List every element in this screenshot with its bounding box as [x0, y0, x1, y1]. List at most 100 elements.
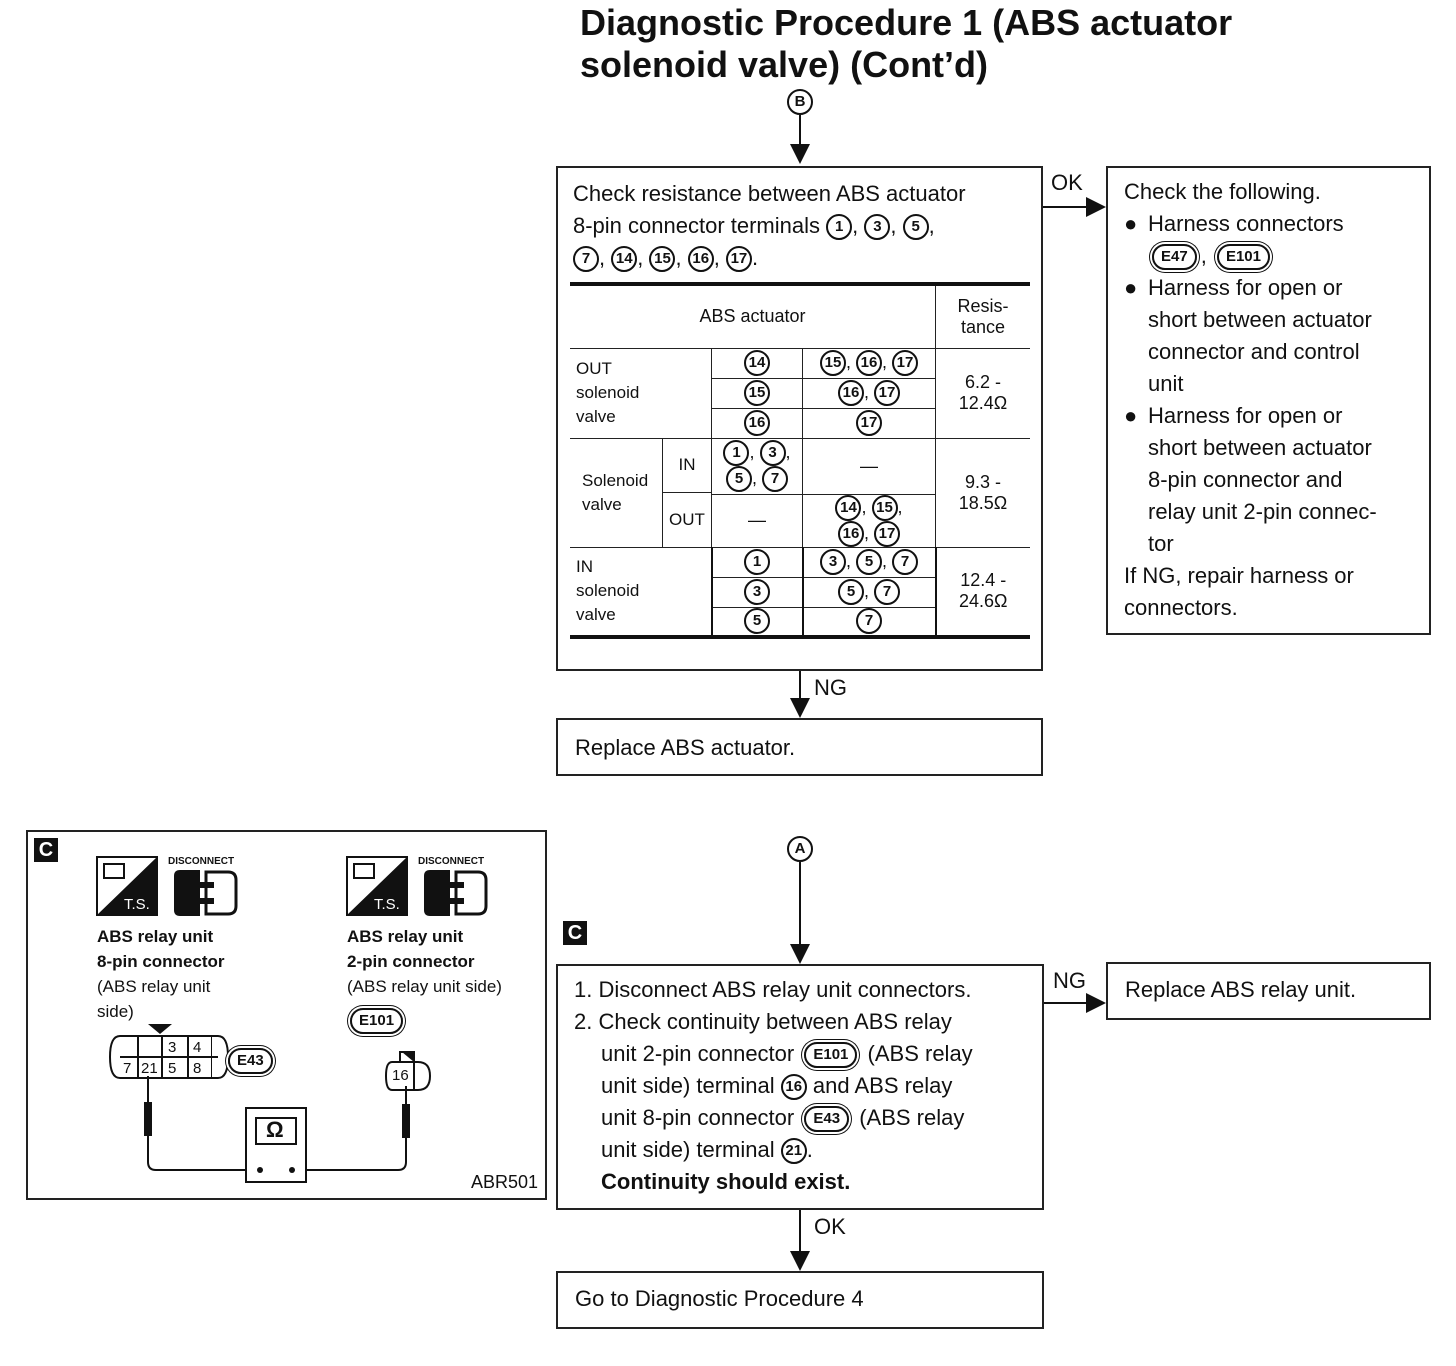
connector-e47: E47 [1152, 244, 1197, 271]
terminal-14: 14 [611, 246, 638, 273]
bullet-3-line-4: relay unit 2-pin connec- [1148, 499, 1377, 524]
ng-label-1: NG [814, 675, 847, 700]
in-row-2-b: 5, 7 [802, 576, 937, 608]
out-group-3: valve [576, 407, 616, 426]
left-caption-1: ABS relay unit [97, 927, 214, 946]
sol-in-label: IN [662, 438, 711, 493]
continuity-step-box: 1. Disconnect ABS relay unit connectors.… [556, 964, 1044, 1210]
out-row-1-b: 15, 16, 17 [802, 347, 936, 379]
pin: 5 [856, 549, 882, 575]
pin: 17 [874, 520, 900, 547]
pin: 3 [744, 579, 770, 605]
in-res-2: 24.6Ω [959, 591, 1008, 612]
in-res-1: 12.4 - [960, 570, 1007, 591]
disconnect-label-right: DISCONNECT [418, 856, 485, 867]
ts-label-left: T.S. [124, 896, 150, 913]
disconnect-icon-left [174, 870, 238, 916]
marker-b: B [787, 89, 813, 115]
sol-group-2: valve [582, 494, 622, 514]
connector-e43-step: E43 [804, 1106, 850, 1133]
check-following-content: Check the following. Harness connectors … [1124, 176, 1424, 624]
sol-resistance: 9.3 - 18.5Ω [935, 437, 1030, 548]
pin: 17 [874, 380, 900, 406]
ts-icon-right [346, 856, 408, 916]
left-caption-2: 8-pin connector [97, 952, 225, 971]
bullet-3-line-3: 8-pin connector and [1148, 467, 1343, 492]
out-row-2-a: 15 [711, 377, 803, 409]
sol-group-label: Solenoid valve [576, 439, 663, 547]
in-resistance: 12.4 - 24.6Ω [935, 546, 1030, 638]
out-group-2: solenoid [576, 383, 640, 402]
pin: 16 [837, 520, 864, 547]
step-2-tail-b: (ABS relay [867, 1041, 973, 1066]
bullet-3-line-5: tor [1148, 531, 1174, 556]
step-2-text-c: unit side) terminal [601, 1073, 775, 1098]
in-row-3-a: 5 [710, 606, 804, 638]
goto-procedure-4-text: Go to Diagnostic Procedure 4 [575, 1286, 864, 1311]
continuity-note: Continuity should exist. [601, 1169, 851, 1194]
step-2-line-3: unit side) terminal 16 and ABS relay [574, 1070, 1039, 1102]
bullet-2-line-1: Harness for open or [1124, 272, 1424, 304]
pin: 7 [874, 579, 900, 605]
bullet-3-line-2: short between actuator [1148, 435, 1372, 460]
step-2-text-d: unit 8-pin connector [601, 1105, 795, 1130]
check-line-2-text: 8-pin connector terminals [573, 213, 821, 238]
pin-5: 5 [168, 1060, 177, 1077]
step-2-line-5: unit side) terminal 21. [574, 1134, 1039, 1166]
pin: 7 [892, 549, 919, 575]
pin-21: 21 [141, 1060, 158, 1077]
step-2-line-2: unit 2-pin connector E101 (ABS relay [574, 1038, 1039, 1070]
bullet-2-line-3: connector and control [1148, 339, 1360, 364]
terminal-21-step: 21 [780, 1138, 807, 1165]
pin: 17 [892, 350, 919, 376]
pin: 16 [856, 350, 882, 376]
out-res-1: 6.2 - [964, 372, 1002, 392]
ohmmeter-wiring [144, 1076, 410, 1183]
c-label-diagram: C [34, 838, 58, 862]
ohm-icon: Ω [266, 1117, 284, 1142]
th-resistance-1: Resis- [957, 295, 1009, 316]
out-resistance: 6.2 - 12.4Ω [935, 347, 1030, 439]
pin: 14 [744, 350, 770, 376]
bullet-1: Harness connectors [1124, 208, 1424, 240]
ts-label-right: T.S. [374, 896, 400, 913]
out-res-2: 12.4Ω [958, 393, 1008, 413]
bullet-1-connectors: E47, E101 [1148, 240, 1424, 272]
sol-group: Solenoid valve IN OUT [570, 437, 712, 548]
sol-res-2: 18.5Ω [958, 492, 1008, 513]
step-content: 1. Disconnect ABS relay unit connectors.… [574, 974, 1039, 1198]
bullet-3-line-1: Harness for open or [1124, 400, 1424, 432]
left-caption-3: (ABS relay unit [97, 977, 211, 996]
sol-out-b: 14, 15, 16, 17 [802, 493, 936, 548]
out-row-1-a: 14 [711, 347, 803, 379]
resistance-table: ABS actuator Resis- tance OUT solenoid v… [570, 282, 1030, 639]
th-resistance-2: tance [960, 316, 1006, 337]
sol-out-a: — [711, 493, 803, 548]
bullet-2-line-2: short between actuator [1148, 307, 1372, 332]
pin: 7 [762, 466, 788, 492]
terminal-5: 5 [902, 214, 929, 241]
pin: 3 [819, 549, 846, 575]
right-caption-2: 2-pin connector [347, 952, 475, 971]
disconnect-label-left: DISCONNECT [168, 856, 235, 867]
pin: 15 [819, 350, 846, 376]
sol-in-a: 1, 3, 5, 7 [711, 437, 803, 495]
out-group-1: OUT [576, 359, 612, 378]
marker-a: A [787, 836, 813, 862]
terminal-7: 7 [573, 246, 599, 273]
bullet-list: Harness connectors E47, E101 Harness for… [1124, 208, 1424, 560]
replace-relay-text: Replace ABS relay unit. [1125, 977, 1357, 1002]
pin-16: 16 [392, 1067, 409, 1084]
two-pin-connector [384, 1051, 432, 1091]
left-caption-4: side) [97, 1002, 134, 1021]
connector-e101: E101 [1216, 244, 1270, 271]
pin: 3 [759, 440, 786, 466]
th-resistance: Resis- tance [935, 283, 1030, 349]
c-label-steps: C [563, 921, 587, 945]
sol-group-1: Solenoid [582, 470, 649, 490]
check-resistance-box: Check resistance between ABS actuator 8-… [556, 166, 1043, 671]
in-row-1-b: 3, 5, 7 [802, 546, 937, 578]
check-line-3: 7, 14, 15, 16, 17. [573, 242, 758, 274]
step-2-text-e: unit side) terminal [601, 1137, 775, 1162]
